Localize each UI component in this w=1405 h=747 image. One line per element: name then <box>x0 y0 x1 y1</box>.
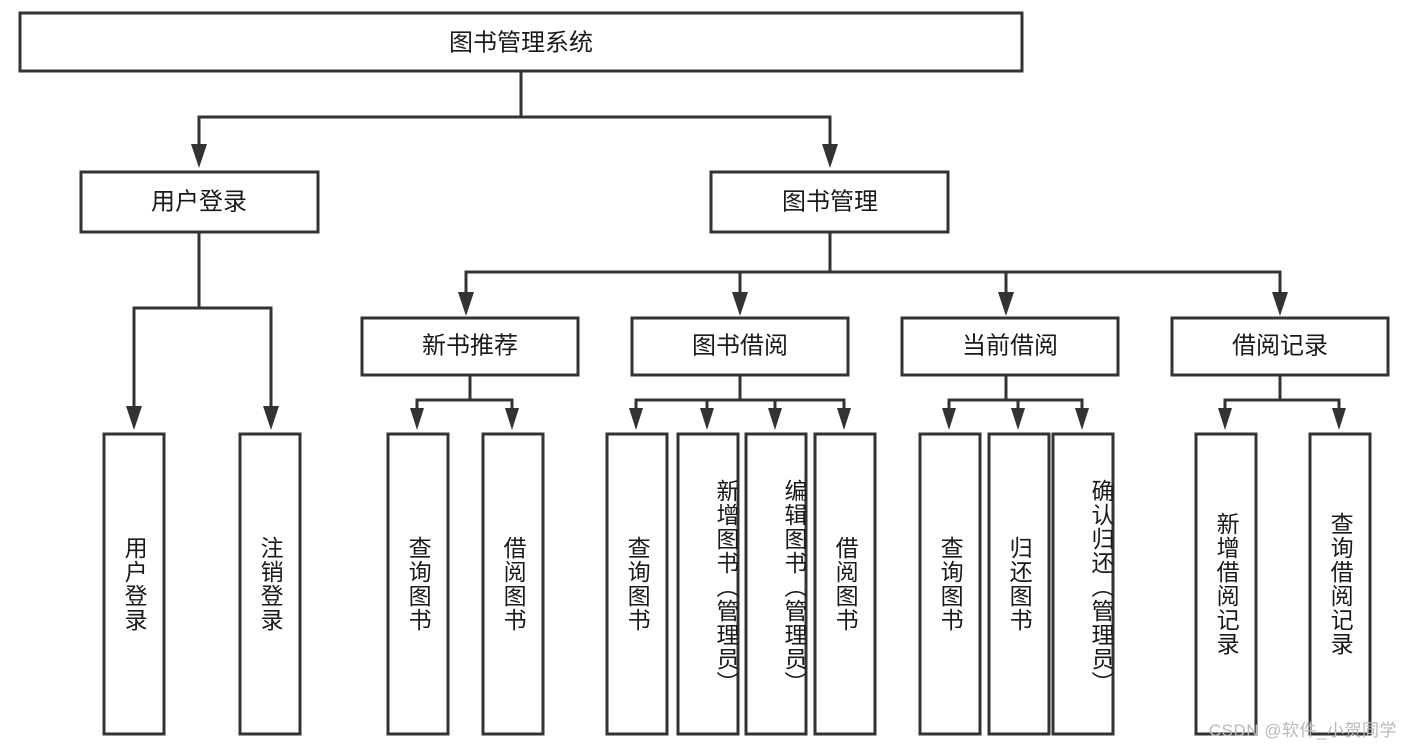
arrow-head <box>1075 408 1089 430</box>
node-borrow-record[interactable]: 借阅记录 <box>1170 316 1390 377</box>
arrow-head <box>629 408 643 430</box>
leaf-logout-login-rect[interactable] <box>238 432 302 736</box>
connector-borrowrecord-to-leaves <box>1218 373 1346 430</box>
node-book-manage[interactable]: 图书管理 <box>709 170 950 234</box>
node-borrow-record-label: 借阅记录 <box>1232 332 1328 359</box>
node-root-rect[interactable] <box>18 11 1024 73</box>
arrow-head <box>837 408 851 430</box>
node-root-label: 图书管理系统 <box>449 29 593 56</box>
node-user-login-rect[interactable] <box>79 170 320 234</box>
leaf-query-record-rect[interactable] <box>1308 432 1372 736</box>
arrow-head <box>458 292 474 316</box>
node-book-manage-rect[interactable] <box>709 170 950 234</box>
node-current-borrow-rect[interactable] <box>900 316 1120 377</box>
leaf-query-book-1-rect[interactable] <box>386 432 450 736</box>
arrow-head <box>505 408 519 430</box>
node-user-login-label: 用户登录 <box>151 188 247 215</box>
connector-root-to-level2 <box>191 69 838 168</box>
connector-bookmanage-to-level3 <box>458 230 1288 316</box>
node-current-borrow-label: 当前借阅 <box>962 332 1058 359</box>
watermark: CSDN @软件_小贺同学 <box>1208 721 1397 740</box>
leaf-edit-book-rect[interactable] <box>744 432 808 736</box>
connector-userlogin-to-leaves <box>126 230 279 430</box>
connector-currentborrow-to-leaves <box>942 373 1089 430</box>
arrow-head <box>263 406 279 430</box>
arrow-head <box>822 144 838 168</box>
arrow-head <box>1332 408 1346 430</box>
node-user-login[interactable]: 用户登录 <box>79 170 320 234</box>
leaf-borrow-book-1-rect[interactable] <box>481 432 545 736</box>
arrow-head <box>191 144 207 168</box>
node-book-borrow-rect[interactable] <box>630 316 850 377</box>
leaf-boxes <box>102 432 1372 736</box>
node-current-borrow[interactable]: 当前借阅 <box>900 316 1120 377</box>
arrow-head <box>1011 408 1025 430</box>
arrow-head <box>732 292 748 316</box>
arrow-head <box>942 408 956 430</box>
node-new-book-recommend[interactable]: 新书推荐 <box>360 316 580 377</box>
leaf-query-book-3-rect[interactable] <box>918 432 982 736</box>
arrow-head <box>998 292 1014 316</box>
node-root[interactable]: 图书管理系统 <box>18 11 1024 73</box>
arrow-head <box>1272 292 1288 316</box>
node-book-manage-label: 图书管理 <box>782 188 878 215</box>
leaf-confirm-return-rect[interactable] <box>1051 432 1115 736</box>
arrow-head <box>126 406 142 430</box>
leaf-add-book-rect[interactable] <box>676 432 740 736</box>
leaf-user-login-rect[interactable] <box>102 432 166 736</box>
connector-bookborrow-to-leaves <box>629 373 851 430</box>
node-book-borrow-label: 图书借阅 <box>692 332 788 359</box>
leaf-return-book-rect[interactable] <box>987 432 1051 736</box>
node-new-book-recommend-rect[interactable] <box>360 316 580 377</box>
arrow-head <box>410 408 424 430</box>
arrow-head <box>1218 408 1232 430</box>
arrow-head <box>700 408 714 430</box>
connector-newbook-to-leaves <box>410 373 519 430</box>
arrow-head <box>768 408 782 430</box>
leaf-borrow-book-2-rect[interactable] <box>813 432 877 736</box>
node-book-borrow[interactable]: 图书借阅 <box>630 316 850 377</box>
node-borrow-record-rect[interactable] <box>1170 316 1390 377</box>
leaf-add-record-rect[interactable] <box>1194 432 1258 736</box>
node-new-book-recommend-label: 新书推荐 <box>422 332 518 359</box>
leaf-query-book-2-rect[interactable] <box>605 432 669 736</box>
